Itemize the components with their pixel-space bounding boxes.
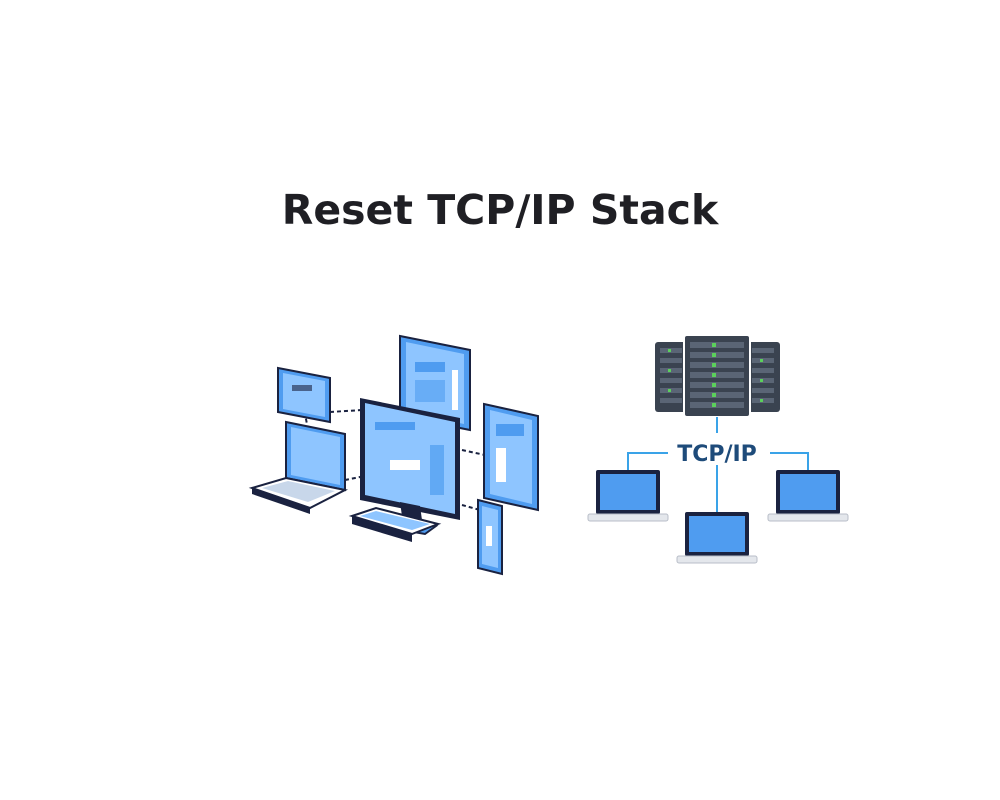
server-rack-icon [655, 334, 780, 418]
laptop-icon [587, 470, 669, 522]
tcp-ip-network-illustration: TCP/IP [580, 330, 860, 575]
tcp-ip-label: TCP/IP [677, 442, 757, 467]
keyboard-icon [348, 506, 442, 542]
tablet-icon [399, 334, 471, 432]
tablet-icon [277, 366, 331, 424]
connected-devices-svg [248, 334, 539, 576]
laptop-icon [248, 420, 348, 514]
laptop-icon [767, 470, 849, 522]
page-title: Reset TCP/IP Stack [281, 186, 719, 234]
laptop-icon [676, 512, 758, 564]
phone-icon [477, 498, 503, 576]
tcp-ip-network-svg: TCP/IP [587, 334, 849, 564]
network-link-lines [627, 417, 809, 512]
tablet-icon [483, 402, 539, 512]
connected-devices-illustration [240, 330, 550, 580]
